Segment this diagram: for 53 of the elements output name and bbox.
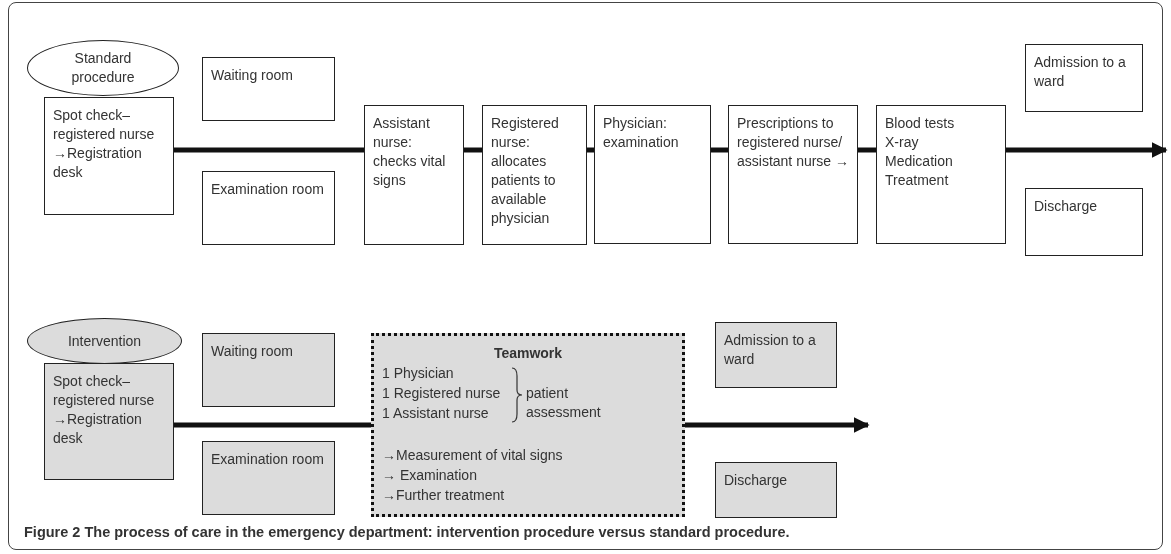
connector-line xyxy=(174,147,364,153)
box-text: Waiting room xyxy=(211,342,294,361)
process-box xyxy=(1025,188,1143,256)
box-text: Waiting room xyxy=(211,66,294,85)
box-text: Standard procedure xyxy=(70,49,136,87)
process-box xyxy=(202,441,335,515)
connector-line xyxy=(858,147,876,153)
connector-line xyxy=(587,147,594,153)
box-text: Intervention xyxy=(67,331,142,351)
box-text: X-ray xyxy=(885,133,920,152)
box-text: Admission to a ward xyxy=(724,331,817,369)
box-text: Prescriptions to registered nurse/ assistant nurse → xyxy=(737,114,851,171)
process-box xyxy=(594,105,711,244)
box-text: Examination room xyxy=(211,180,325,199)
box-text: Discharge xyxy=(724,471,789,490)
connector-line xyxy=(711,147,728,153)
box-text: Blood tests xyxy=(885,114,956,133)
box-text: Registered nurse: allocates patients to available physician xyxy=(491,114,560,228)
box-text: Assistant nurse: checks vital signs xyxy=(373,114,447,190)
process-box xyxy=(482,105,587,245)
box-text: Admission to a ward xyxy=(1034,53,1127,91)
box-text: →Further treatment xyxy=(382,486,505,505)
box-text: Physician: examination xyxy=(603,114,680,152)
box-text: Examination room xyxy=(211,450,325,469)
box-text: Treatment xyxy=(885,171,950,190)
process-box xyxy=(44,97,174,215)
box-text: 1 Assistant nurse xyxy=(382,404,489,423)
box-text: Spot check– registered nurse →Registration desk xyxy=(53,372,156,448)
box-text: Medication xyxy=(885,152,954,171)
process-box xyxy=(728,105,858,244)
connector-line xyxy=(464,147,482,153)
arrow xyxy=(1006,142,1168,158)
arrow xyxy=(685,417,870,433)
connector-line xyxy=(174,422,371,428)
figure-caption: Figure 2 The process of care in the emergency department: intervention procedure versus standard procedure. xyxy=(24,524,790,540)
box-text: 1 Physician xyxy=(382,364,454,383)
box-heading: Teamwork xyxy=(492,344,564,363)
box-text: 1 Registered nurse xyxy=(382,384,501,403)
process-box xyxy=(715,322,837,388)
process-box xyxy=(715,462,837,518)
box-text: → Examination xyxy=(382,466,477,485)
box-text: →Measurement of vital signs xyxy=(382,446,563,465)
box-text: patient assessment xyxy=(526,384,602,422)
teamwork-box xyxy=(371,333,685,517)
box-text: Discharge xyxy=(1034,197,1099,216)
process-box xyxy=(202,171,335,245)
process-box xyxy=(364,105,464,245)
process-box xyxy=(1025,44,1143,112)
box-text: Spot check– registered nurse →Registration desk xyxy=(53,106,156,182)
process-box xyxy=(44,363,174,480)
process-box xyxy=(876,105,1006,244)
process-box xyxy=(202,57,335,121)
process-box xyxy=(202,333,335,407)
